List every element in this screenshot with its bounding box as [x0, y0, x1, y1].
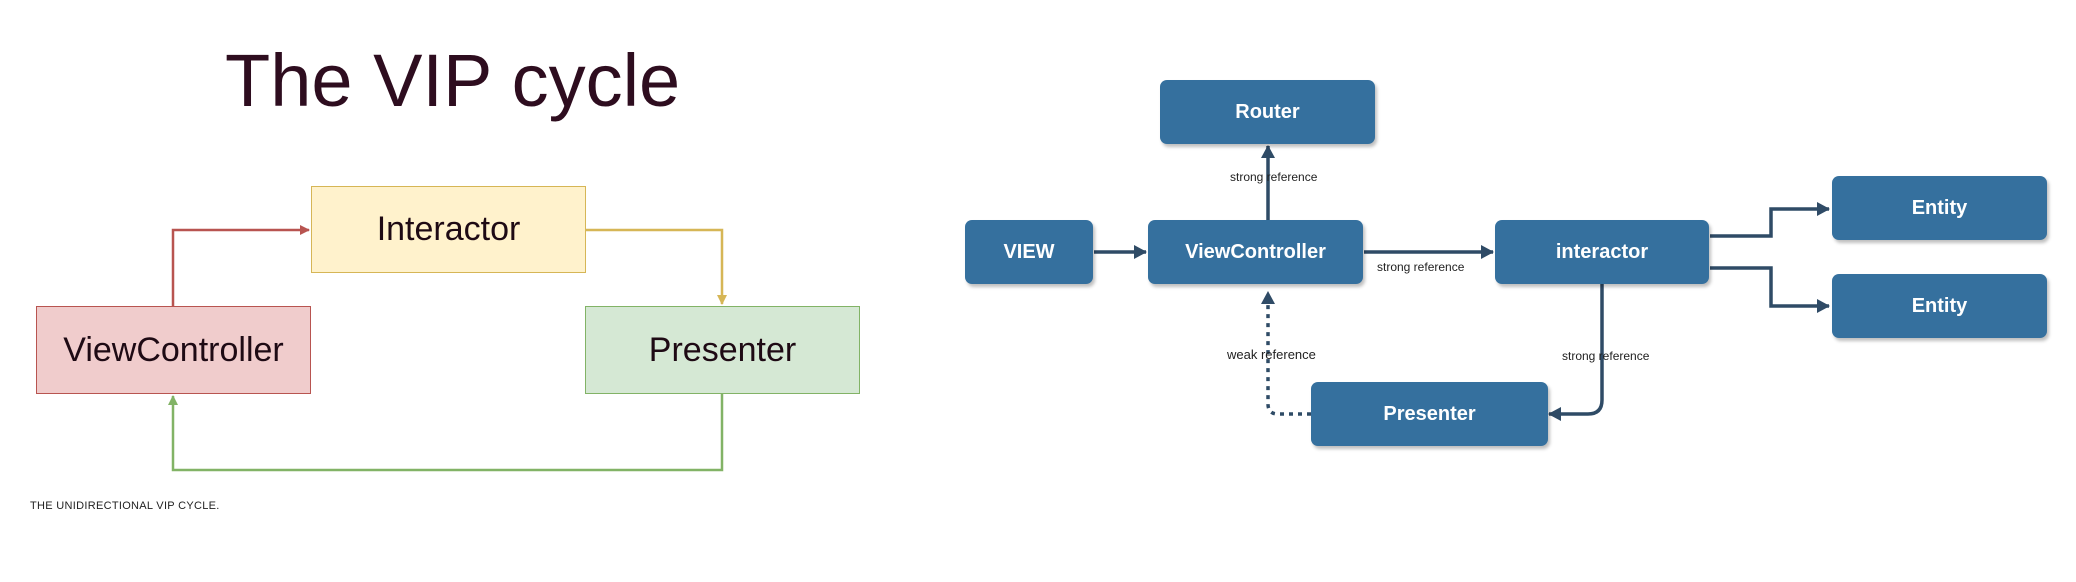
node-interactor-right: interactor — [1495, 220, 1709, 284]
node-view: VIEW — [965, 220, 1093, 284]
arrow-viewcontroller-to-interactor — [171, 225, 310, 306]
node-presenter-right: Presenter — [1311, 382, 1548, 446]
node-viewcontroller-right: ViewController — [1148, 220, 1363, 284]
node-entity-2: Entity — [1832, 274, 2047, 338]
edge-label-vc-router: strong reference — [1230, 170, 1318, 184]
arrow-interactor-to-presenter — [586, 228, 727, 305]
edge-label-vc-interactor: strong reference — [1377, 260, 1465, 274]
arrow-interactor-to-entity-2 — [1710, 266, 1830, 313]
diagram-title: The VIP cycle — [225, 39, 681, 122]
arrow-interactor-to-presenter-right — [1548, 284, 1604, 421]
arrow-interactor-to-entity-1 — [1710, 202, 1830, 238]
node-interactor: Interactor — [311, 186, 586, 273]
arrow-presenter-to-viewcontroller — [168, 394, 724, 472]
node-presenter: Presenter — [585, 306, 860, 394]
edge-label-interactor-presenter: strong reference — [1562, 349, 1650, 363]
node-entity-1: Entity — [1832, 176, 2047, 240]
edge-label-presenter-vc: weak reference — [1227, 347, 1316, 362]
node-viewcontroller: ViewController — [36, 306, 311, 394]
node-router: Router — [1160, 80, 1375, 144]
diagram-caption: THE UNIDIRECTIONAL VIP CYCLE. — [30, 500, 220, 512]
